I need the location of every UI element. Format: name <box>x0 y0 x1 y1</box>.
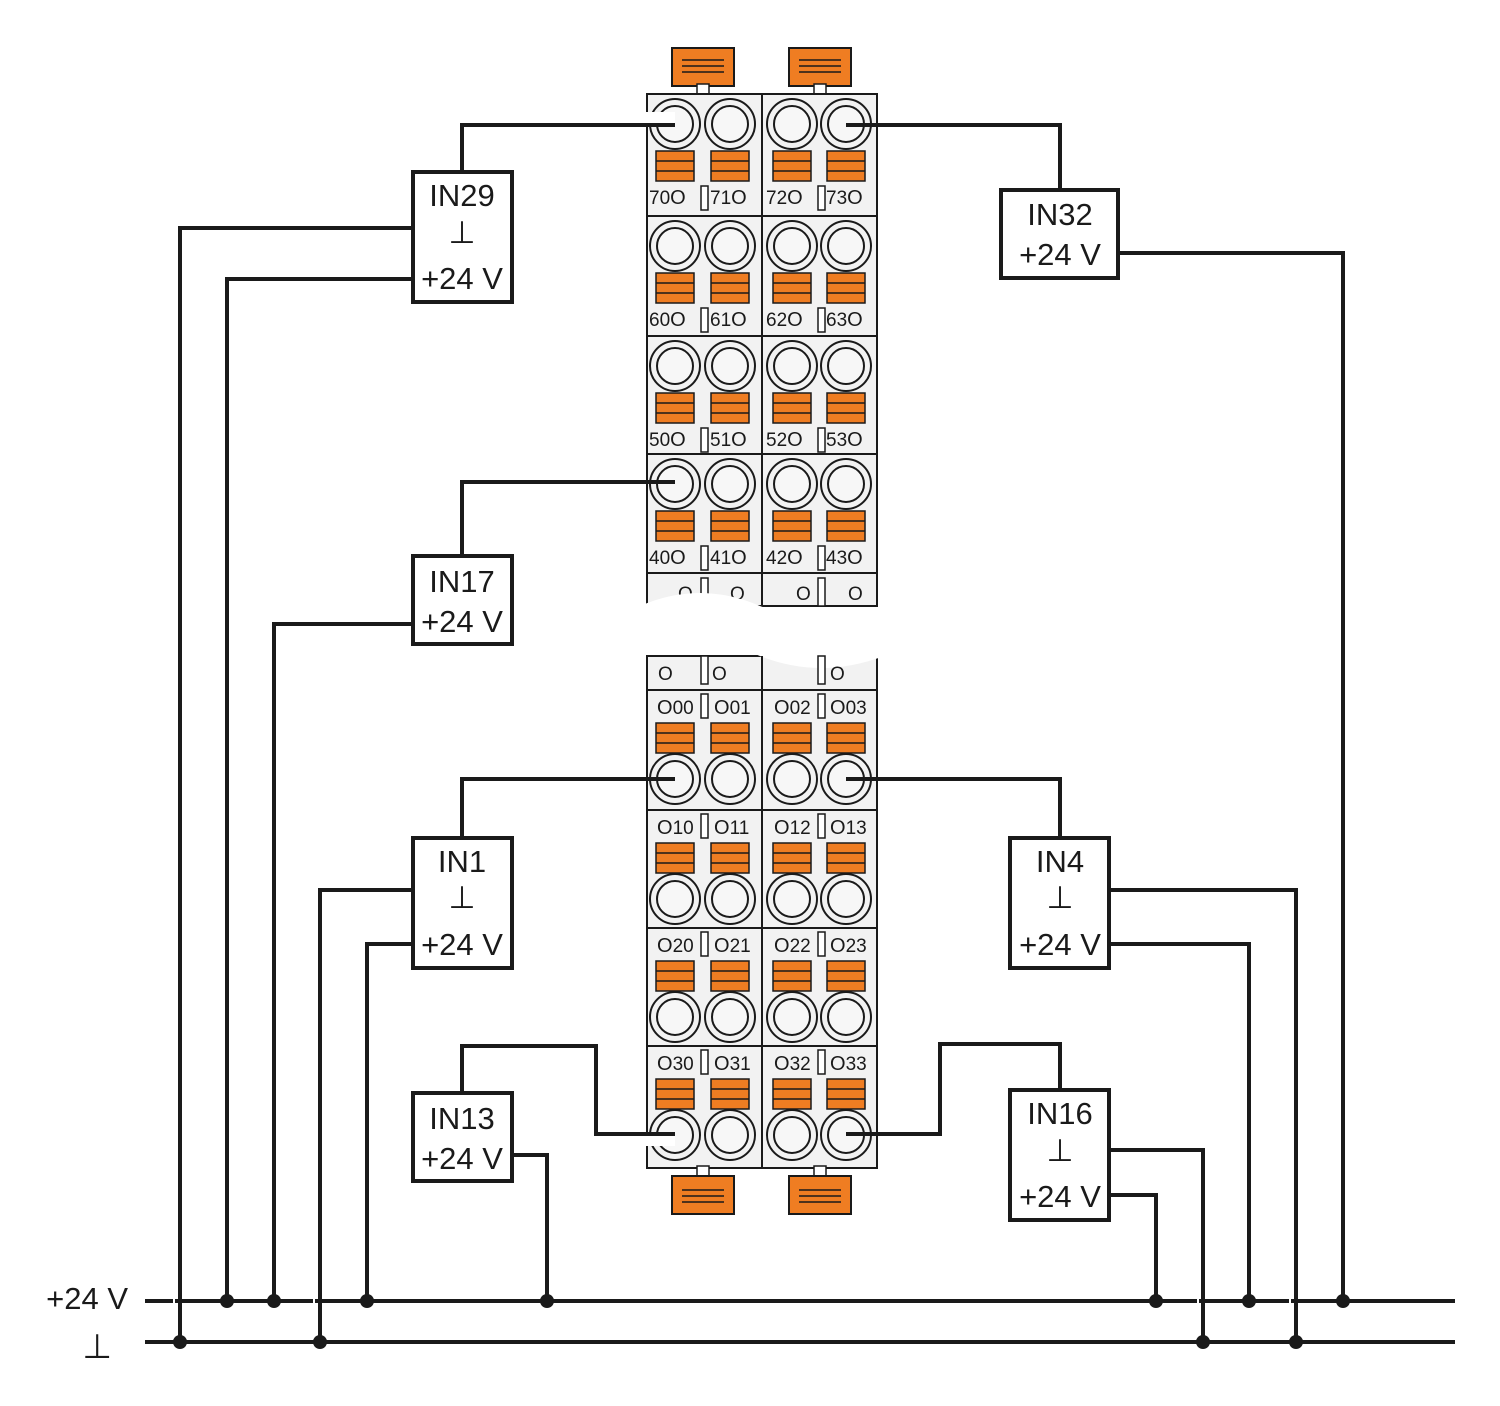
terminal-number: 41O <box>710 547 747 569</box>
terminal-number: 62O <box>766 309 803 331</box>
terminal-number: 71O <box>710 187 747 209</box>
release-tab-top-right <box>788 47 852 97</box>
wires <box>145 112 1455 1349</box>
supply-label: +24 V <box>421 1141 503 1176</box>
terminal-number: O23 <box>830 935 867 957</box>
module-label: IN1 <box>438 844 486 879</box>
terminal-number: 72O <box>766 187 803 209</box>
supply-label: +24 V <box>1019 927 1101 962</box>
terminal-row: O10 O11 O12 O13 <box>649 813 872 925</box>
terminal-number: O22 <box>774 935 811 957</box>
ground-symbol: ⊥ <box>448 880 475 915</box>
terminal-number: O11 <box>714 817 749 839</box>
module-in17: IN17 +24 V <box>411 554 514 646</box>
terminal-number: 73O <box>826 187 863 209</box>
svg-text:O: O <box>658 664 673 685</box>
ground-symbol: ⊥ <box>1046 880 1073 915</box>
terminal-number: 42O <box>766 547 803 569</box>
terminal-number: 63O <box>826 309 863 331</box>
terminal-number: O32 <box>774 1053 811 1075</box>
terminal-number: 61O <box>710 309 747 331</box>
terminal-number: O33 <box>830 1053 867 1075</box>
terminal-number: 40O <box>649 547 686 569</box>
terminal-number: O21 <box>714 935 751 957</box>
release-tab-top-left <box>671 47 735 97</box>
terminal-number: O03 <box>830 697 867 719</box>
terminal-row: O20 O21 O22 O23 <box>649 931 872 1043</box>
terminal-number: 60O <box>649 309 686 331</box>
terminal-number: O01 <box>714 697 751 719</box>
terminal-number: 70O <box>649 187 686 209</box>
terminal-row: O00 O01 O02 O03 <box>649 693 872 805</box>
rail-plus24-label: +24 V <box>46 1281 128 1316</box>
module-label: IN29 <box>429 178 494 213</box>
module-label: IN4 <box>1036 844 1084 879</box>
terminal-number: O13 <box>830 817 867 839</box>
release-tab-bottom-right <box>788 1165 852 1215</box>
terminal-number: O00 <box>657 697 694 719</box>
module-in1: IN1 ⊥ +24 V <box>411 836 514 970</box>
supply-label: +24 V <box>421 927 503 962</box>
svg-text:O: O <box>830 664 845 685</box>
terminal-number: O30 <box>657 1053 694 1075</box>
terminal-number: O10 <box>657 817 694 839</box>
module-in16: IN16 ⊥ +24 V <box>1008 1088 1111 1222</box>
module-label: IN13 <box>429 1101 494 1136</box>
terminal-row: 40O 41O 42O 43O <box>649 458 872 571</box>
svg-text:O: O <box>848 584 863 605</box>
supply-label: +24 V <box>421 261 503 296</box>
terminal-number: O12 <box>774 817 811 839</box>
terminal-row: 50O 51O 52O 53O <box>649 340 872 453</box>
rail-ground-label: ⊥ <box>82 1328 112 1366</box>
module-label: IN16 <box>1027 1096 1092 1131</box>
terminal-number: 52O <box>766 429 803 451</box>
svg-text:O: O <box>796 584 811 605</box>
terminal-number: 43O <box>826 547 863 569</box>
terminal-number: 53O <box>826 429 863 451</box>
terminal-number: O31 <box>714 1053 751 1075</box>
terminal-number: 50O <box>649 429 686 451</box>
terminal-number: O02 <box>774 697 811 719</box>
supply-label: +24 V <box>1019 237 1101 272</box>
module-in4: IN4 ⊥ +24 V <box>1008 836 1111 970</box>
supply-label: +24 V <box>1019 1179 1101 1214</box>
svg-text:O: O <box>712 664 727 685</box>
release-tab-bottom-left <box>671 1165 735 1215</box>
module-in32: IN32 +24 V <box>999 188 1120 280</box>
terminal-row: 60O 61O 62O 63O <box>649 220 872 333</box>
ground-symbol: ⊥ <box>1046 1133 1073 1168</box>
terminal-number: 51O <box>710 429 747 451</box>
module-in13: IN13 +24 V <box>411 1091 514 1183</box>
module-label: IN32 <box>1027 197 1092 232</box>
module-label: IN17 <box>429 564 494 599</box>
ground-symbol: ⊥ <box>448 215 475 250</box>
module-in29: IN29 ⊥ +24 V <box>411 170 514 304</box>
supply-label: +24 V <box>421 604 503 639</box>
terminal-number: O20 <box>657 935 694 957</box>
